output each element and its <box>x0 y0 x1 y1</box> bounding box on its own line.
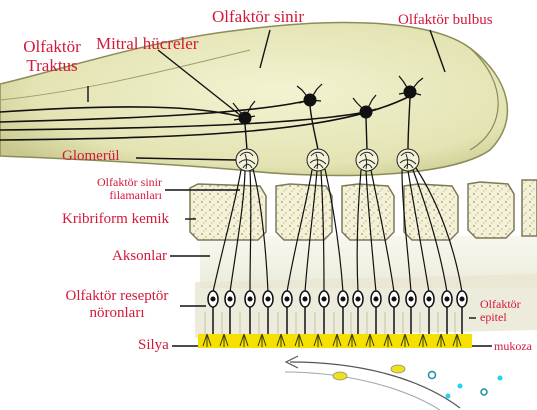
glomerulus <box>397 149 419 171</box>
airflow-arrow <box>285 356 460 410</box>
label-olfactory-tract: Olfaktör Traktus <box>12 38 92 75</box>
odorant-molecules <box>333 365 503 399</box>
label-olfactory-bulb: Olfaktör bulbus <box>398 12 493 29</box>
label-mucus: mukoza <box>494 340 532 353</box>
label-nerve-filaments: Olfaktör sinir filamanları <box>70 176 162 202</box>
label-olfactory-epithelium: Olfaktör epitel <box>480 298 521 324</box>
label-receptor-neurons: Olfaktör reseptör nöronları <box>50 288 184 321</box>
label-mitral-cells: Mitral hücreler <box>96 35 198 54</box>
glomerulus <box>307 149 329 171</box>
label-axons: Aksonlar <box>112 248 167 265</box>
glomerulus <box>236 149 258 171</box>
label-cilia: Silya <box>138 337 169 354</box>
label-olfactory-nerve: Olfaktör sinir <box>212 8 304 27</box>
glomerulus <box>356 149 378 171</box>
label-cribriform-bone: Kribriform kemik <box>62 211 169 228</box>
label-glomerulus: Glomerül <box>62 148 120 165</box>
